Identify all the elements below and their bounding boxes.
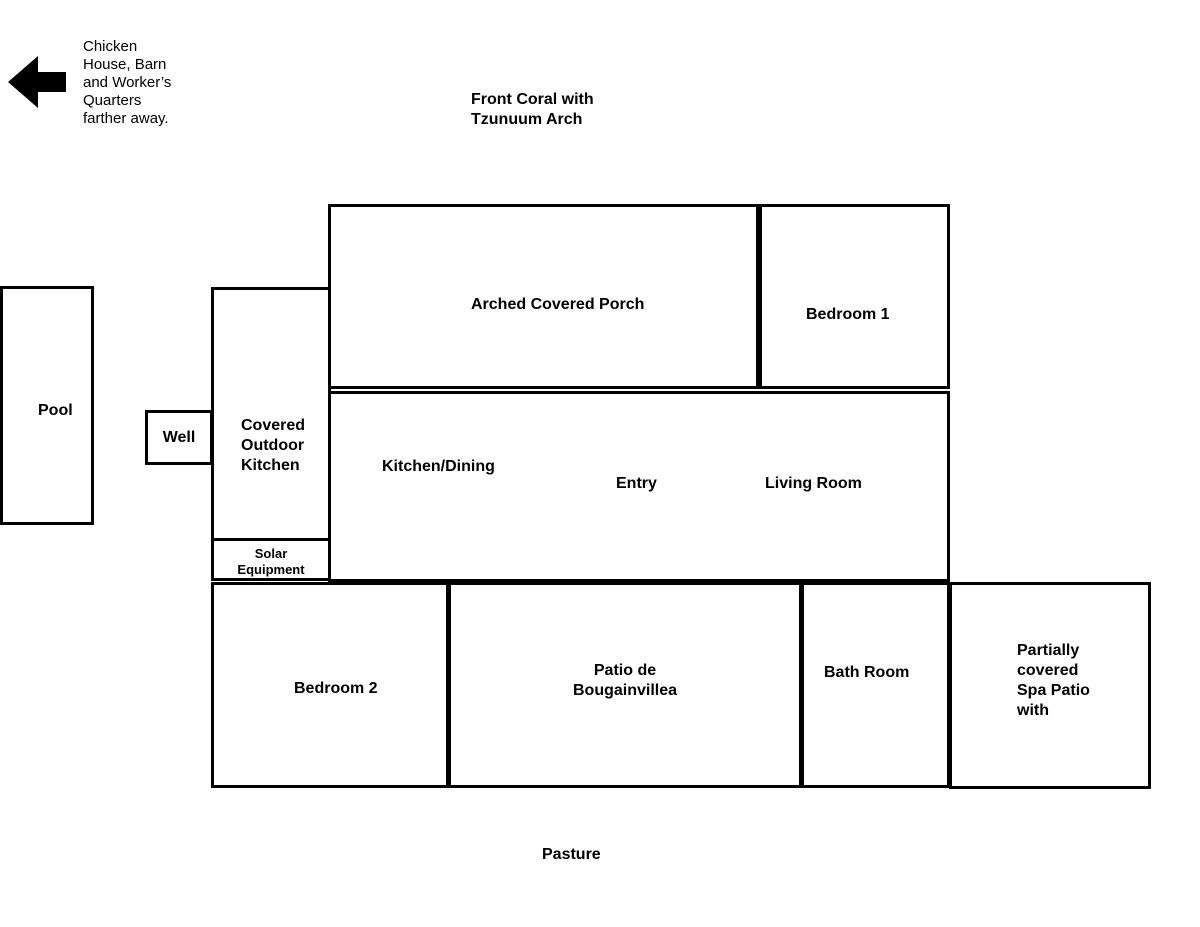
patio-area: Patio de Bougainvillea [448,582,802,788]
patio-label: Patio de Bougainvillea [572,662,678,699]
solar-equipment-area: Solar Equipment [211,538,331,581]
pool-area: Pool [0,286,94,525]
main-house-area: Kitchen/Dining Entry Living Room [328,391,950,582]
outdoor-kitchen-area: Covered Outdoor Kitchen [211,287,331,541]
bath-room-area: Bath Room [801,582,950,788]
solar-equipment-label: Solar Equipment [237,546,305,577]
bedroom2-label: Bedroom 2 [294,680,378,697]
outdoor-kitchen-label: Covered Outdoor Kitchen [241,417,306,474]
well-area: Well [145,410,213,465]
living-room-label: Living Room [765,475,862,492]
front-coral-label: Front Coral with Tzunuum Arch [471,91,594,128]
bedroom2-area: Bedroom 2 [211,582,449,788]
spa-patio-label: Partially covered Spa Patio with [1017,642,1090,719]
arrow-left-icon [8,56,66,108]
arched-porch-label: Arched Covered Porch [471,296,645,313]
arched-porch-area: Arched Covered Porch [328,204,759,389]
kitchen-dining-label: Kitchen/Dining [382,458,495,475]
off-map-note: Chicken House, Barn and Worker’s Quarter… [83,38,172,127]
entry-label: Entry [616,475,657,492]
spa-patio-area: Partially covered Spa Patio with [949,582,1151,789]
well-label: Well [162,428,196,446]
bedroom1-area: Bedroom 1 [759,204,950,389]
bath-room-label: Bath Room [824,664,910,681]
pasture-label: Pasture [542,846,601,863]
pool-label: Pool [38,402,73,419]
bedroom1-label: Bedroom 1 [806,306,890,323]
